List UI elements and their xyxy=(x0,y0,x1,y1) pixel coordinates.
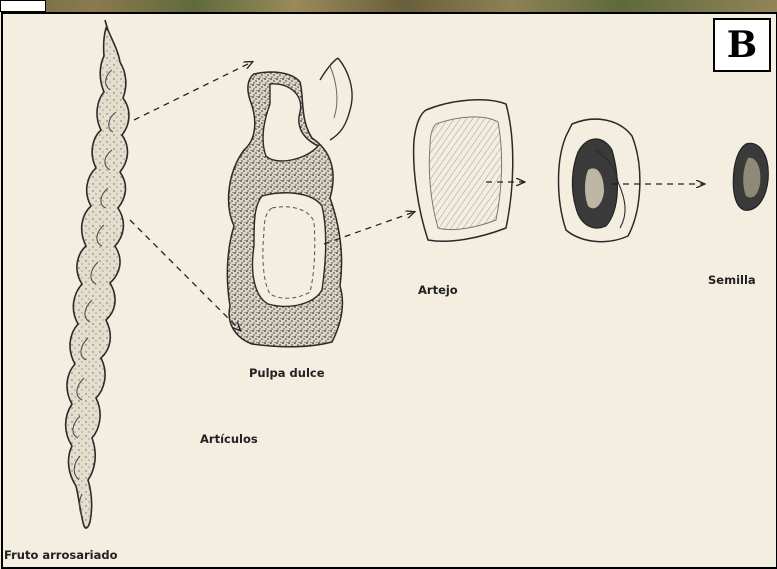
arrow-pod-to-bottom xyxy=(130,220,240,330)
seed-label: Semilla xyxy=(708,273,756,287)
pulp-segment-drawing xyxy=(227,58,352,347)
pulp-label: Pulpa dulce xyxy=(249,366,325,380)
fruit-label: Fruto arrosariado xyxy=(4,548,118,562)
opened-segment-drawing xyxy=(559,119,640,242)
segment-drawing xyxy=(414,100,513,242)
seed-drawing xyxy=(733,143,768,210)
segment-label: Artejo xyxy=(418,283,458,297)
pod-drawing xyxy=(66,20,129,528)
panel-label: B xyxy=(713,18,771,72)
arrow-pod-to-top xyxy=(134,62,252,120)
articles-label: Artículos xyxy=(200,432,258,446)
